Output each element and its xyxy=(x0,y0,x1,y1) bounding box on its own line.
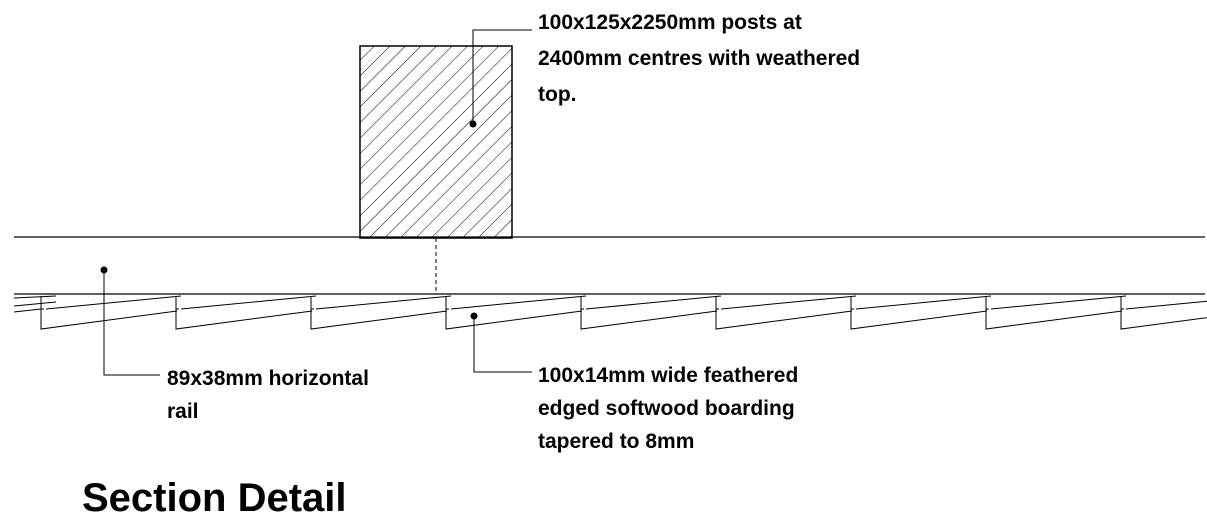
board-taper-line xyxy=(990,295,1127,310)
board-section xyxy=(1120,296,1207,330)
board-taper-line xyxy=(450,295,587,310)
boarding-group xyxy=(13,295,1207,330)
boarding-annotation-line-1: 100x14mm wide feathered xyxy=(538,364,798,387)
board-section xyxy=(40,296,178,330)
board-taper-line xyxy=(855,295,992,310)
post-annotation: 100x125x2250mm posts at 2400mm centres w… xyxy=(538,11,866,106)
rail-leader-dot xyxy=(100,266,108,274)
rail-annotation-line-2: rail xyxy=(167,400,199,423)
board-taper-line xyxy=(45,295,182,310)
boarding-annotation-line-2: edged softwood boarding xyxy=(538,397,795,420)
board-taper-line xyxy=(180,295,317,310)
board-section xyxy=(580,296,718,330)
boarding-annotation: 100x14mm wide feathered edged softwood b… xyxy=(538,364,804,453)
post-annotation-line-1: 100x125x2250mm posts at xyxy=(538,11,802,34)
board-edge-fragment xyxy=(13,295,57,313)
boarding-annotation-line-3: tapered to 8mm xyxy=(538,430,694,453)
board-taper-line xyxy=(585,295,722,310)
rail-annotation: 89x38mm horizontal rail xyxy=(167,367,375,423)
rail-leader-line xyxy=(103,270,160,376)
post-leader-line xyxy=(472,29,532,124)
board-section xyxy=(310,296,448,330)
board-section xyxy=(175,296,313,330)
board-taper-line xyxy=(315,295,452,310)
board-taper-line xyxy=(720,295,857,310)
post-leader-dot xyxy=(469,120,477,128)
post-annotation-line-2: 2400mm centres with weathered xyxy=(538,47,860,70)
board-section xyxy=(445,296,583,330)
post-section xyxy=(359,45,513,239)
board-section xyxy=(850,296,988,330)
post-annotation-line-3: top. xyxy=(538,83,576,106)
boarding-leader-line xyxy=(473,316,532,373)
drawing-title: Section Detail xyxy=(82,476,347,520)
board-taper-line xyxy=(1125,300,1207,310)
rail-annotation-line-1: 89x38mm horizontal xyxy=(167,367,369,390)
board-section xyxy=(715,296,853,330)
board-section xyxy=(985,296,1123,330)
boarding-leader-dot xyxy=(470,312,478,320)
